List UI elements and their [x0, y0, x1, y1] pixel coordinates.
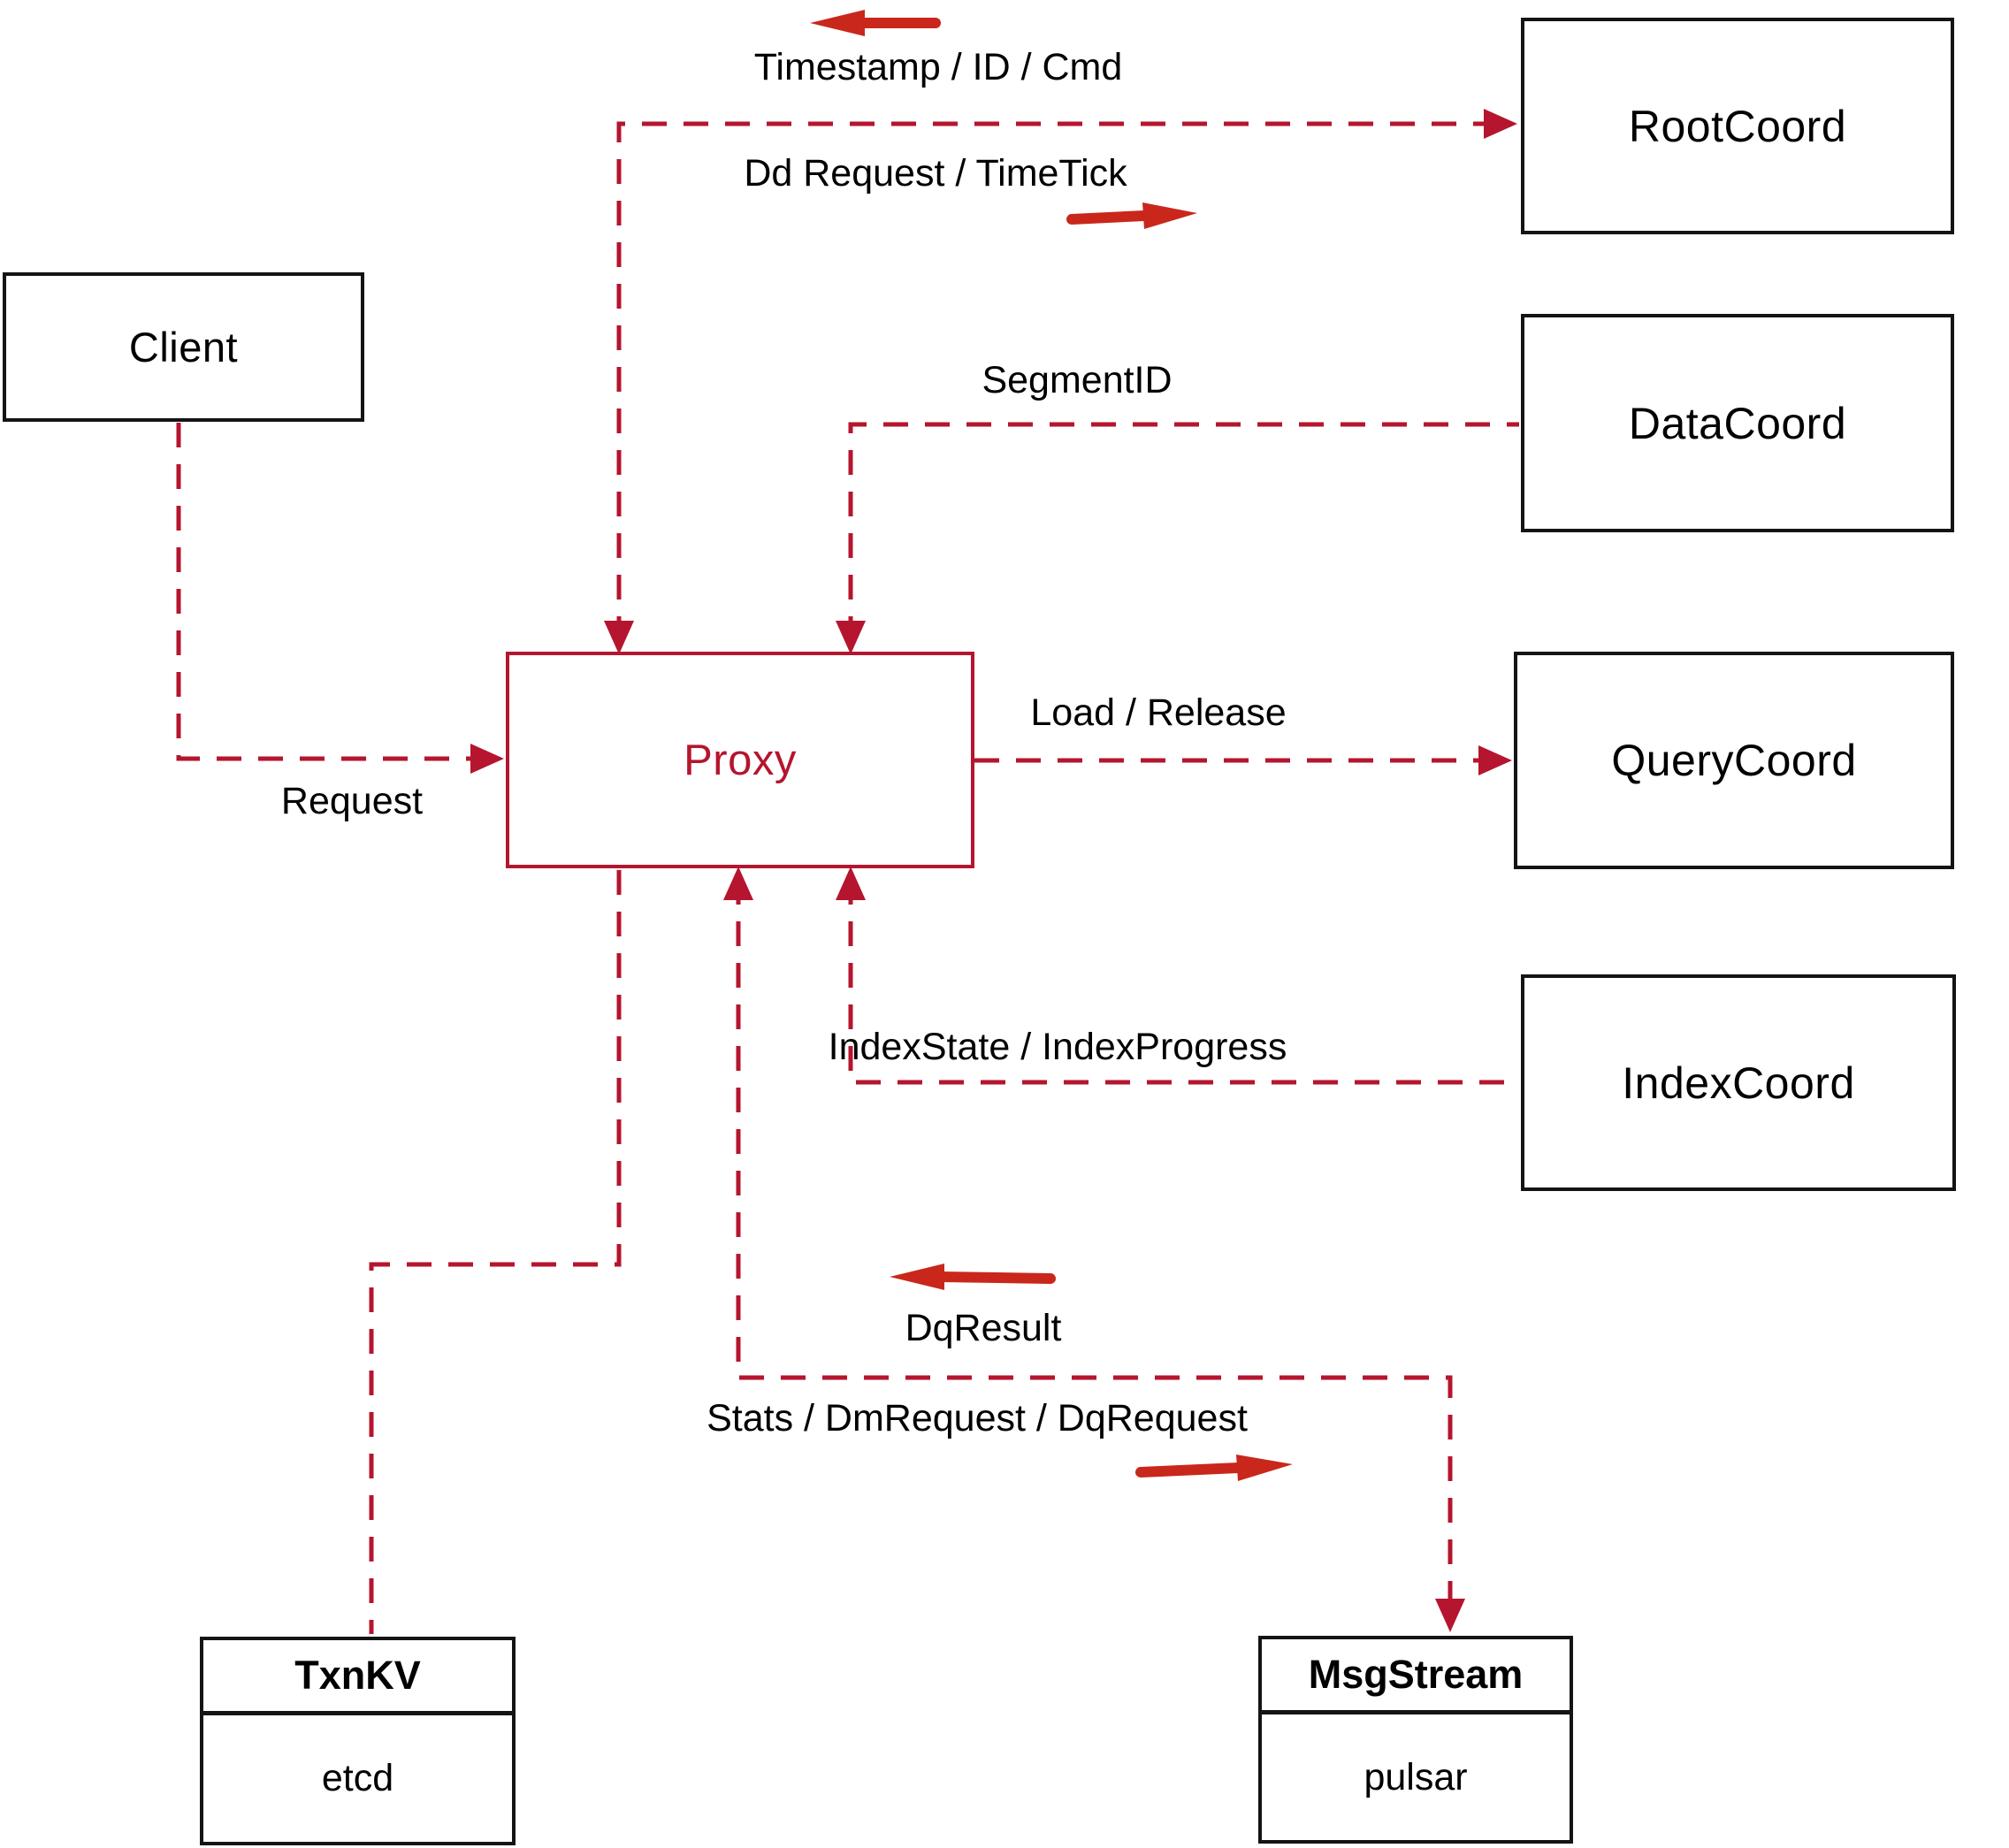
edge-label-dqresult: DqResult: [905, 1307, 1062, 1349]
datacoord-label: DataCoord: [1628, 398, 1847, 448]
node-proxy: Proxy: [506, 652, 974, 868]
direction-arrow-left-timestamp: [810, 10, 941, 36]
edge-label-dd-request-timetick: Dd Request / TimeTick: [744, 152, 1127, 195]
querycoord-label: QueryCoord: [1611, 736, 1857, 785]
edge-indexcoord-to-proxy: [836, 838, 1519, 1085]
node-txnkv: TxnKV etcd: [200, 1637, 516, 1845]
txnkv-title: TxnKV: [203, 1640, 512, 1715]
edge-proxy-txnkv: [369, 870, 622, 1634]
node-msgstream: MsgStream pulsar: [1258, 1636, 1573, 1844]
proxy-label: Proxy: [684, 736, 797, 784]
client-label: Client: [128, 324, 239, 370]
direction-arrow-right-ddrequest: [1066, 202, 1197, 229]
node-rootcoord: RootCoord: [1521, 18, 1954, 234]
msgstream-title: MsgStream: [1262, 1639, 1570, 1714]
edge-label-request: Request: [280, 780, 424, 822]
direction-arrow-right-stats: [1135, 1455, 1293, 1481]
indexcoord-label: IndexCoord: [1622, 1058, 1855, 1108]
arrowhead-into-proxy-top-left: [604, 621, 634, 654]
msgstream-subtitle: pulsar: [1364, 1755, 1468, 1798]
arrowhead-into-querycoord: [1478, 745, 1512, 775]
edge-label-indexstate-indexprogress: IndexState / IndexProgress: [828, 1026, 1287, 1068]
edge-label-load-release: Load / Release: [1030, 691, 1287, 734]
edge-proxy-to-querycoord: [974, 745, 1512, 775]
arrowhead-into-rootcoord: [1484, 109, 1517, 139]
rootcoord-label: RootCoord: [1628, 101, 1847, 151]
direction-arrow-left-dqresult: [890, 1264, 1056, 1290]
node-indexcoord: IndexCoord: [1521, 974, 1956, 1191]
arrowhead-into-proxy-bottom-left: [723, 867, 753, 900]
edge-proxy-msgstream: [723, 838, 1465, 1632]
arrowhead-into-proxy-bottom-right: [836, 867, 866, 900]
edge-label-segmentid: SegmentID: [982, 359, 1173, 401]
edge-proxy-rootcoord: [604, 109, 1517, 683]
arrowhead-into-proxy-left: [470, 744, 504, 774]
edge-datacoord-to-proxy: [836, 422, 1519, 683]
edge-label-timestamp-id-cmd: Timestamp / ID / Cmd: [753, 46, 1123, 88]
node-client: Client: [3, 272, 364, 422]
node-datacoord: DataCoord: [1521, 314, 1954, 532]
edge-client-to-proxy: [176, 423, 504, 774]
arrowhead-into-msgstream: [1435, 1599, 1465, 1632]
edge-label-stats-dmrequest-dqrequest: Stats / DmRequest / DqRequest: [707, 1397, 1248, 1439]
node-querycoord: QueryCoord: [1514, 652, 1954, 869]
arrowhead-into-proxy-top-right: [836, 621, 866, 654]
txnkv-subtitle: etcd: [321, 1757, 394, 1799]
